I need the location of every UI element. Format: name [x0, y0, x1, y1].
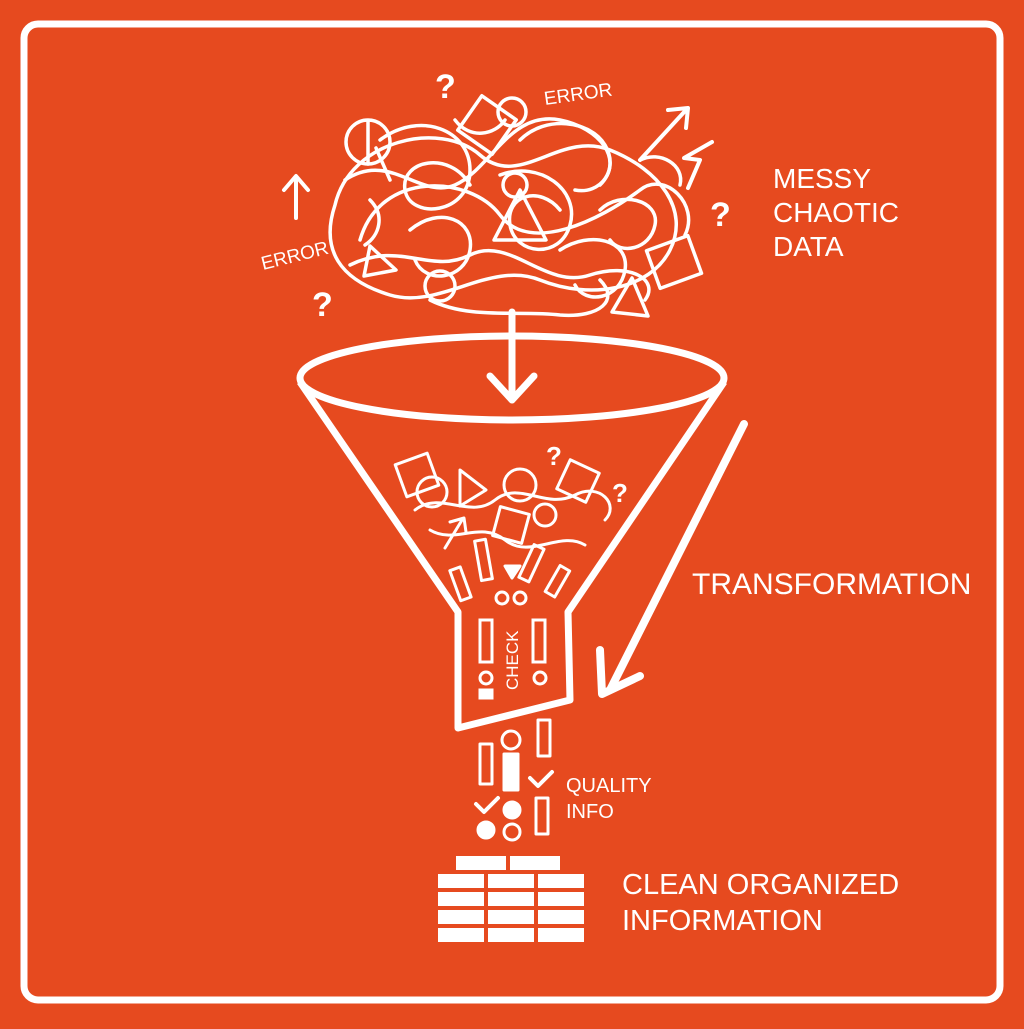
funnel-contents: [393, 451, 612, 603]
messy-label-line2: CHAOTIC: [773, 197, 899, 228]
chaos-arrows: [282, 106, 714, 220]
messy-label-line3: DATA: [773, 231, 844, 262]
question-mark: ?: [546, 441, 562, 471]
clean-label-line1: CLEAN ORGANIZED: [622, 869, 899, 901]
error-label-top: ERROR: [543, 80, 614, 110]
error-label-left: ERROR: [259, 238, 331, 275]
quality-label-line1: QUALITY: [566, 775, 652, 797]
question-mark: ?: [435, 68, 456, 106]
zigzag-arrow-icon: [682, 140, 714, 190]
tangle-icon: [328, 94, 704, 318]
diagonal-arrow-icon: [596, 420, 748, 698]
transformation-label: TRANSFORMATION: [692, 568, 971, 601]
frame-border: [20, 20, 1004, 1004]
clean-label-line2: INFORMATION: [622, 905, 823, 937]
arrow-down-icon: [486, 308, 538, 404]
check-label: CHECK: [503, 630, 522, 690]
arrow-up-icon: [282, 174, 310, 220]
stacked-blocks-icon: [438, 856, 584, 942]
question-mark: ?: [612, 478, 628, 508]
funnel-neck-contents: [478, 590, 548, 700]
quality-label-line2: INFO: [566, 801, 614, 823]
question-mark: ?: [710, 196, 731, 234]
funnel-icon: [296, 332, 728, 732]
output-stream: [476, 718, 552, 842]
checkmark-icon: [474, 770, 554, 814]
arrow-up-right-icon: [638, 106, 690, 162]
question-mark: ?: [312, 286, 333, 324]
question-marks: ? ? ? ? ?: [312, 68, 731, 508]
messy-label-line1: MESSY: [773, 163, 871, 194]
